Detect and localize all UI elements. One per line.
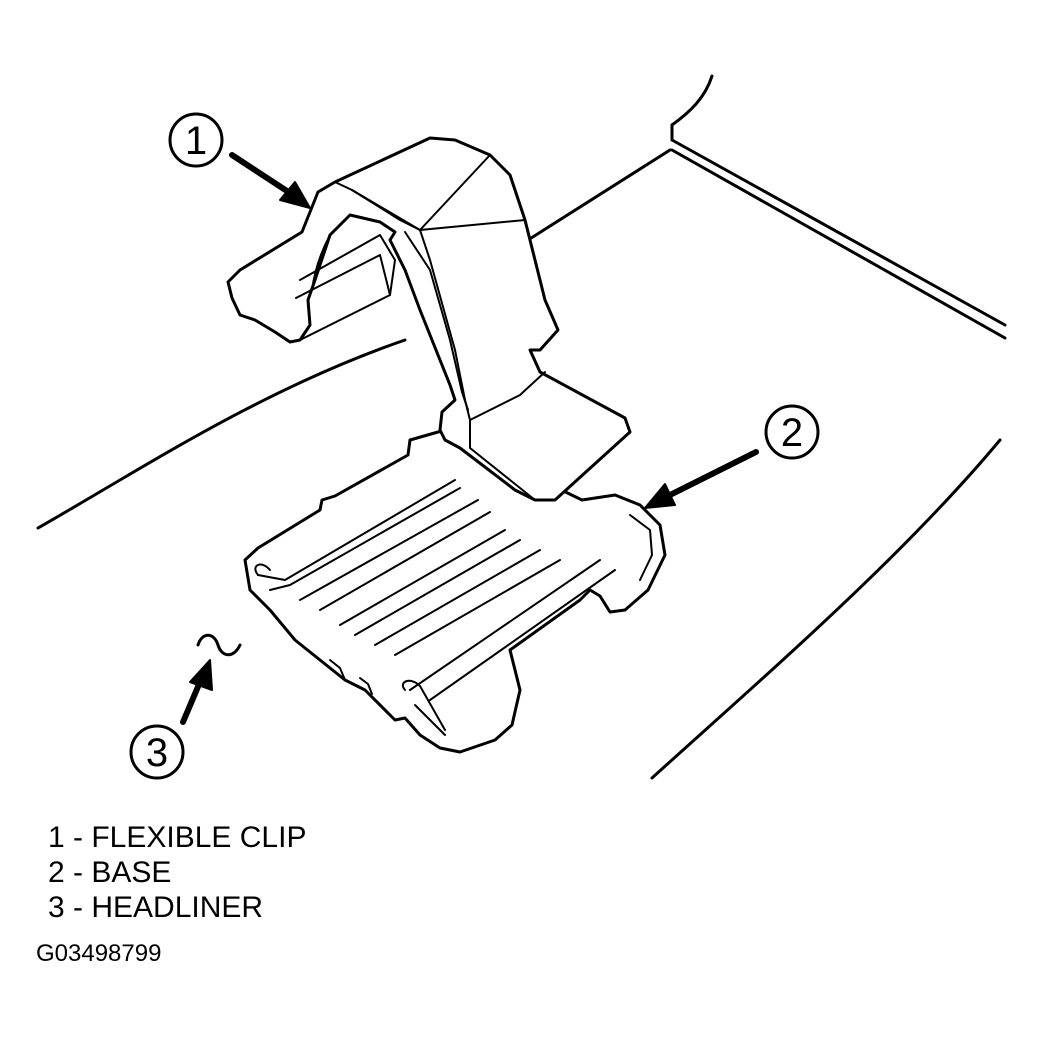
- callout-2: 2: [764, 404, 820, 460]
- callout-2-label: 2: [781, 411, 803, 455]
- arrow-2: [644, 449, 759, 509]
- callout-3-label: 3: [146, 731, 168, 775]
- arrow-3: [180, 659, 213, 725]
- figure-id: G03498799: [36, 940, 162, 967]
- clip-base: [243, 428, 667, 754]
- legend: 1 - FLEXIBLE CLIP 2 - BASE 3 - HEADLINER: [48, 820, 306, 925]
- callout-1: 1: [168, 112, 224, 168]
- legend-label: BASE: [91, 856, 172, 889]
- legend-label: HEADLINER: [91, 891, 264, 924]
- callout-1-label: 1: [185, 119, 207, 163]
- headliner-outline: [36, 74, 1007, 780]
- legend-label: FLEXIBLE CLIP: [91, 821, 307, 854]
- arrow-1: [229, 152, 311, 209]
- legend-item-base: 2 - BASE: [48, 856, 172, 889]
- legend-number: 3: [48, 891, 65, 924]
- legend-number: 2: [48, 856, 65, 889]
- headliner-wave-symbol: [196, 633, 242, 657]
- flexible-clip: [226, 136, 632, 502]
- legend-item-headliner: 3 - HEADLINER: [48, 891, 264, 924]
- legend-number: 1: [48, 821, 65, 854]
- callout-3: 3: [129, 724, 185, 780]
- legend-item-flexible-clip: 1 - FLEXIBLE CLIP: [48, 821, 307, 854]
